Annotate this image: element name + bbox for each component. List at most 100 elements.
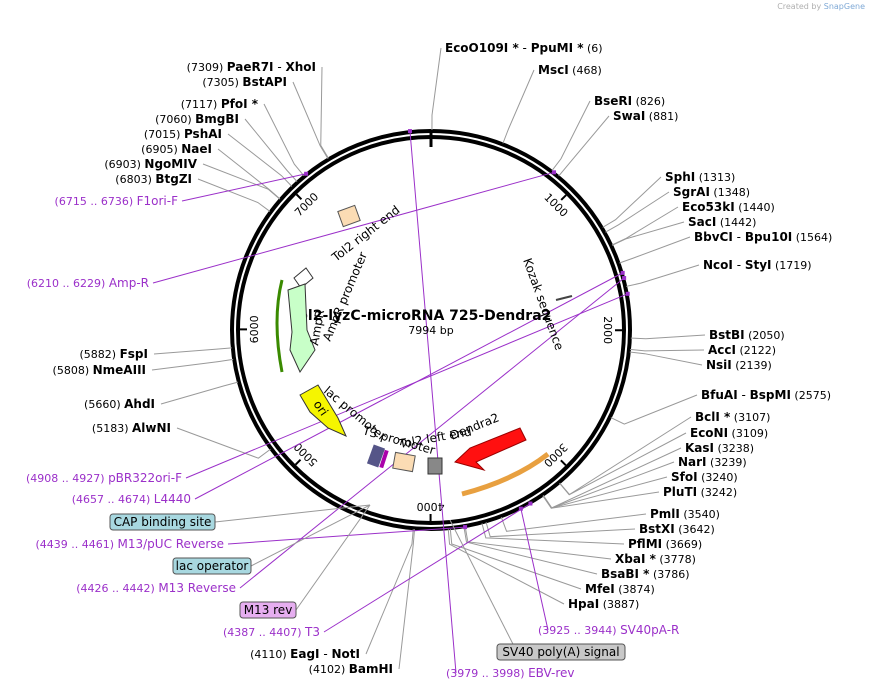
- feature-label: (4426 .. 4442) M13 Reverse: [76, 581, 236, 595]
- feature-marker: [304, 171, 309, 176]
- kozak-label: Kozak sequence: [520, 256, 566, 352]
- feature-box-label: lac operator: [176, 559, 249, 573]
- tol2-right-end-feature: [337, 204, 361, 228]
- enzyme-label-right: BfuAI - BspMI (2575): [701, 388, 831, 402]
- enzyme-leader: [320, 66, 329, 159]
- enzyme-label-right: NcoI - StyI (1719): [703, 258, 812, 272]
- enzyme-label-right: XbaI * (3778): [615, 552, 696, 566]
- enzyme-leader: [559, 432, 687, 496]
- tick-label: 2000: [601, 316, 614, 344]
- feature-leader: [323, 503, 531, 633]
- feature-leader: [181, 173, 307, 202]
- enzyme-leader: [500, 513, 647, 532]
- feature-leader: [409, 131, 457, 674]
- enzyme-label-right: EcoNI (3109): [690, 426, 768, 440]
- enzyme-leader: [151, 358, 234, 371]
- kozak-mark: [555, 295, 573, 301]
- enzyme-leader: [605, 191, 670, 233]
- enzyme-label-right: HpaI (3887): [568, 597, 639, 611]
- tick-label: 6000: [248, 315, 261, 343]
- ampr-primer-arc: [275, 279, 284, 373]
- enzyme-leader: [542, 491, 660, 509]
- tick-label: 4000: [417, 500, 445, 513]
- feature-box-label: M13 rev: [244, 603, 293, 617]
- feature-box-leader: [214, 504, 371, 523]
- enzyme-leader: [630, 334, 706, 340]
- enzyme-leader: [619, 236, 691, 264]
- enzyme-leader: [153, 347, 232, 355]
- enzyme-label-left: (6803) BtgZI: [115, 172, 192, 186]
- feature-marker: [552, 170, 557, 175]
- enzyme-label-left: (7117) PfoI *: [181, 97, 259, 111]
- enzyme-label-left: (5882) FspI: [80, 347, 148, 361]
- enzyme-label-right: PflMI (3669): [628, 537, 702, 551]
- feature-marker: [528, 501, 533, 506]
- enzyme-leader: [611, 221, 685, 246]
- feature-box-leader: [250, 504, 371, 567]
- feature-box: [109, 513, 216, 531]
- enzyme-label-right: MfeI (3874): [585, 582, 655, 596]
- tick-mark: [560, 194, 567, 201]
- tick-mark: [294, 459, 302, 466]
- enzyme-leader: [629, 351, 703, 366]
- enzyme-label-right: BclI * (3107): [695, 410, 770, 424]
- enzyme-leader: [292, 81, 329, 159]
- feature-label: (3979 .. 3998) EBV-rev: [446, 666, 575, 680]
- enzyme-label-left: (7060) BmgBI: [155, 112, 239, 126]
- feature-leader: [194, 272, 623, 500]
- feature-leader: [239, 277, 625, 589]
- enzyme-leader: [464, 526, 612, 560]
- enzyme-leader: [447, 529, 565, 605]
- enzyme-label-right: PluTI (3242): [663, 485, 737, 499]
- enzyme-leader: [610, 394, 698, 425]
- enzyme-label-right: SacI (1442): [688, 215, 756, 229]
- backbone-outer: [230, 129, 632, 531]
- enzyme-label-left: (5808) NmeAIII: [53, 363, 146, 377]
- ampr-promoter-arrow: [293, 267, 314, 289]
- ampr-gene-arrow: [287, 283, 316, 374]
- enzyme-label-left: (5660) AhdI: [84, 397, 155, 411]
- enzyme-leader: [227, 133, 293, 187]
- leader-lines: [151, 47, 706, 674]
- feature-label: (4908 .. 4927) pBR322ori-F: [26, 471, 182, 485]
- enzyme-label-left: (5183) AlwNI: [92, 421, 171, 435]
- feature-box-label: SV40 poly(A) signal: [502, 645, 619, 659]
- dendra2-arrow: [454, 427, 527, 471]
- enzyme-label-left: (6905) NaeI: [141, 142, 212, 156]
- feature-label: (3925 .. 3944) SV40pA-R: [538, 623, 679, 637]
- ori-arrow: [299, 384, 347, 437]
- enzyme-label-left: (4110) EagI - NotI: [250, 647, 360, 661]
- enzyme-leader: [558, 115, 610, 177]
- enzyme-label-right: BstXI (3642): [639, 522, 715, 536]
- feature-marker: [463, 525, 468, 530]
- feature-leader: [227, 526, 466, 545]
- feature-label: (6210 .. 6229) Amp-R: [27, 276, 149, 290]
- sv40-primer-arc: [461, 452, 550, 497]
- enzyme-leader: [481, 523, 625, 545]
- enzyme-label-left: (7305) BstAPI: [202, 75, 287, 89]
- enzyme-leader: [244, 118, 298, 182]
- tick-mark: [560, 459, 567, 467]
- snapgene-credit: Created by SnapGene: [777, 2, 865, 11]
- enzyme-leader: [463, 527, 598, 575]
- enzyme-leader: [202, 163, 281, 200]
- enzyme-label-right: KasI (3238): [685, 441, 754, 455]
- enzyme-leader: [630, 348, 705, 352]
- feature-marker: [622, 276, 627, 281]
- enzyme-leader: [197, 178, 271, 212]
- enzyme-leader: [176, 427, 271, 459]
- enzyme-leader: [263, 103, 305, 176]
- feature-label: (4439 .. 4461) M13/pUC Reverse: [35, 537, 224, 551]
- site-labels: EcoO109I * - PpuMI * (6)MscI (468)BseRI …: [26, 41, 832, 680]
- enzyme-leader: [365, 529, 414, 655]
- enzyme-leader: [485, 522, 636, 538]
- enzyme-label-left: (7015) PshAI: [144, 127, 222, 141]
- enzyme-leader: [431, 47, 442, 131]
- plasmid-name: Tol2-lyzC-microRNA 725-Dendra2: [291, 308, 552, 324]
- enzyme-label-right: SfoI (3240): [671, 470, 738, 484]
- feature-box-label: CAP binding site: [114, 515, 212, 529]
- feature-marker: [407, 129, 412, 134]
- plasmid-size: 7994 bp: [408, 324, 453, 337]
